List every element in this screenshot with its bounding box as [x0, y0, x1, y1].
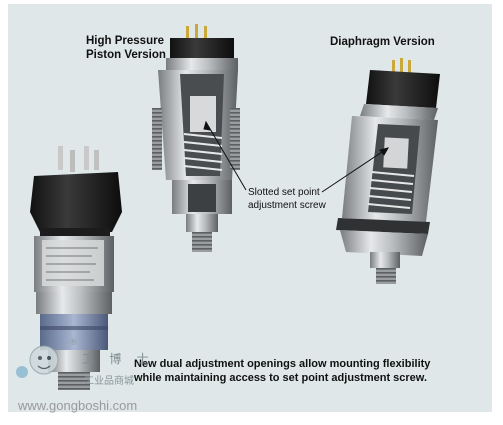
- watermark-cn-top: 工 博 士: [82, 352, 155, 366]
- label-slotted-screw: Slotted set point adjustment screw: [248, 186, 326, 212]
- svg-text:®: ®: [70, 337, 77, 347]
- figure-caption: New dual adjustment openings allow mount…: [134, 357, 430, 385]
- label-high-pressure-line2: Piston Version: [86, 49, 166, 61]
- caption-line1: New dual adjustment openings allow mount…: [134, 358, 431, 370]
- piston-cutaway: [152, 24, 240, 252]
- callout-lines: [203, 120, 390, 193]
- caption-line2: while maintaining access to set point ad…: [134, 372, 427, 384]
- label-high-pressure: High Pressure Piston Version: [86, 34, 166, 62]
- watermark-url: www.gongboshi.com: [18, 398, 138, 413]
- watermark-mascot: ®: [16, 337, 77, 378]
- label-slotted-line2: adjustment screw: [248, 200, 326, 211]
- label-slotted-line1: Slotted set point: [248, 187, 320, 198]
- assembled-switch: [30, 146, 122, 390]
- diaphragm-cutaway: [336, 58, 440, 284]
- label-high-pressure-line1: High Pressure: [86, 35, 164, 47]
- watermark-cn-bottom: 工业品商城: [84, 376, 134, 387]
- label-diaphragm: Diaphragm Version: [330, 36, 435, 48]
